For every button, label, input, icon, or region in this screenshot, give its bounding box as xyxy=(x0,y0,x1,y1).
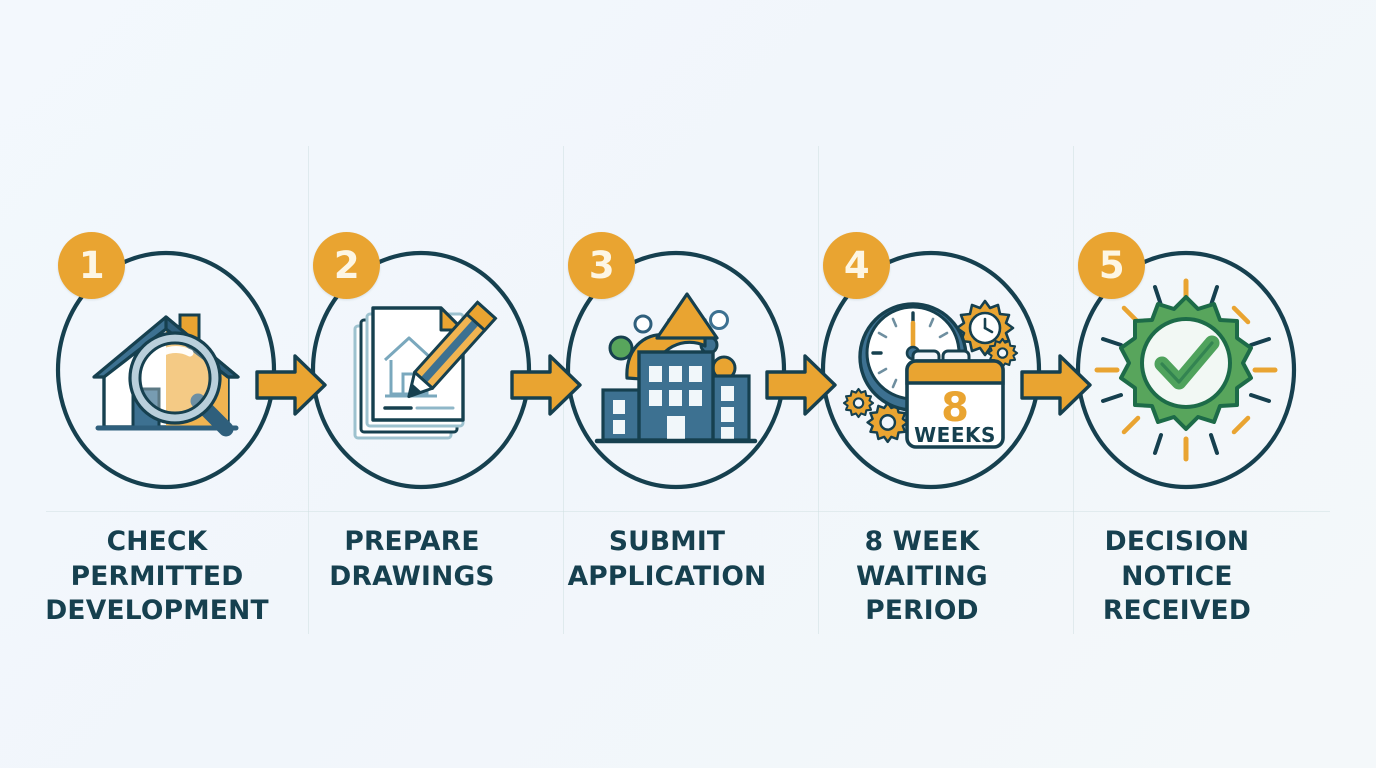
step-circle-outline xyxy=(310,250,532,490)
gear-icon xyxy=(866,401,910,444)
step-label: CHECK PERMITTED DEVELOPMENT xyxy=(45,526,269,627)
step-2-circle-group: 2 xyxy=(285,232,539,508)
building-upload-arrow-icon xyxy=(564,249,788,491)
step-label: PREPARE DRAWINGS xyxy=(329,526,495,592)
step-number: 3 xyxy=(588,244,615,287)
step-number: 4 xyxy=(843,244,870,287)
approved-badge-check-icon xyxy=(1074,249,1298,491)
gear-icon xyxy=(842,387,875,419)
step-label: SUBMIT APPLICATION xyxy=(567,526,767,592)
step-circle-outline xyxy=(820,250,1042,490)
arrow-step1-to-step2 xyxy=(255,352,327,418)
step-number: 2 xyxy=(333,244,360,287)
arrow-step2-to-step3 xyxy=(510,352,582,418)
step-1-circle-group: 1 xyxy=(30,232,284,508)
process-step-5[interactable]: 5 DECISION NOTICE RECEIVED xyxy=(1050,232,1304,642)
step-number-badge: 2 xyxy=(313,232,380,299)
step-number-badge: 3 xyxy=(568,232,635,299)
step-circle-outline xyxy=(565,250,787,490)
process-step-4[interactable]: 8 WEEKS 4 8 WEEK WAITING PERIOD xyxy=(795,232,1049,642)
step-circle-outline xyxy=(55,250,277,490)
step-5-circle-group: 5 xyxy=(1050,232,1304,508)
calendar-icon: 8 WEEKS xyxy=(905,349,1005,449)
step-number: 1 xyxy=(78,244,105,287)
step-number-badge: 4 xyxy=(823,232,890,299)
process-step-1[interactable]: 1 CHECK PERMITTED DEVELOPMENT xyxy=(30,232,284,642)
calendar-count: 8 xyxy=(941,385,969,431)
step-number-badge: 1 xyxy=(58,232,125,299)
step-number: 5 xyxy=(1098,244,1125,287)
calendar-unit: WEEKS xyxy=(914,423,996,447)
process-step-2[interactable]: 2 PREPARE DRAWINGS xyxy=(285,232,539,642)
process-step-3[interactable]: 3 SUBMIT APPLICATION xyxy=(540,232,794,642)
step-number-badge: 5 xyxy=(1078,232,1145,299)
step-label: 8 WEEK WAITING PERIOD xyxy=(856,526,988,627)
clock-calendar-gears-icon: 8 WEEKS xyxy=(819,249,1043,491)
drawings-pencil-icon xyxy=(309,249,533,491)
house-magnifier-icon xyxy=(54,249,278,491)
arrow-step4-to-step5 xyxy=(1020,352,1092,418)
step-4-circle-group: 8 WEEKS 4 xyxy=(795,232,1049,508)
step-label: DECISION NOTICE RECEIVED xyxy=(1102,526,1252,627)
arrow-step3-to-step4 xyxy=(765,352,837,418)
step-3-circle-group: 3 xyxy=(540,232,794,508)
step-circle-outline xyxy=(1075,250,1297,490)
